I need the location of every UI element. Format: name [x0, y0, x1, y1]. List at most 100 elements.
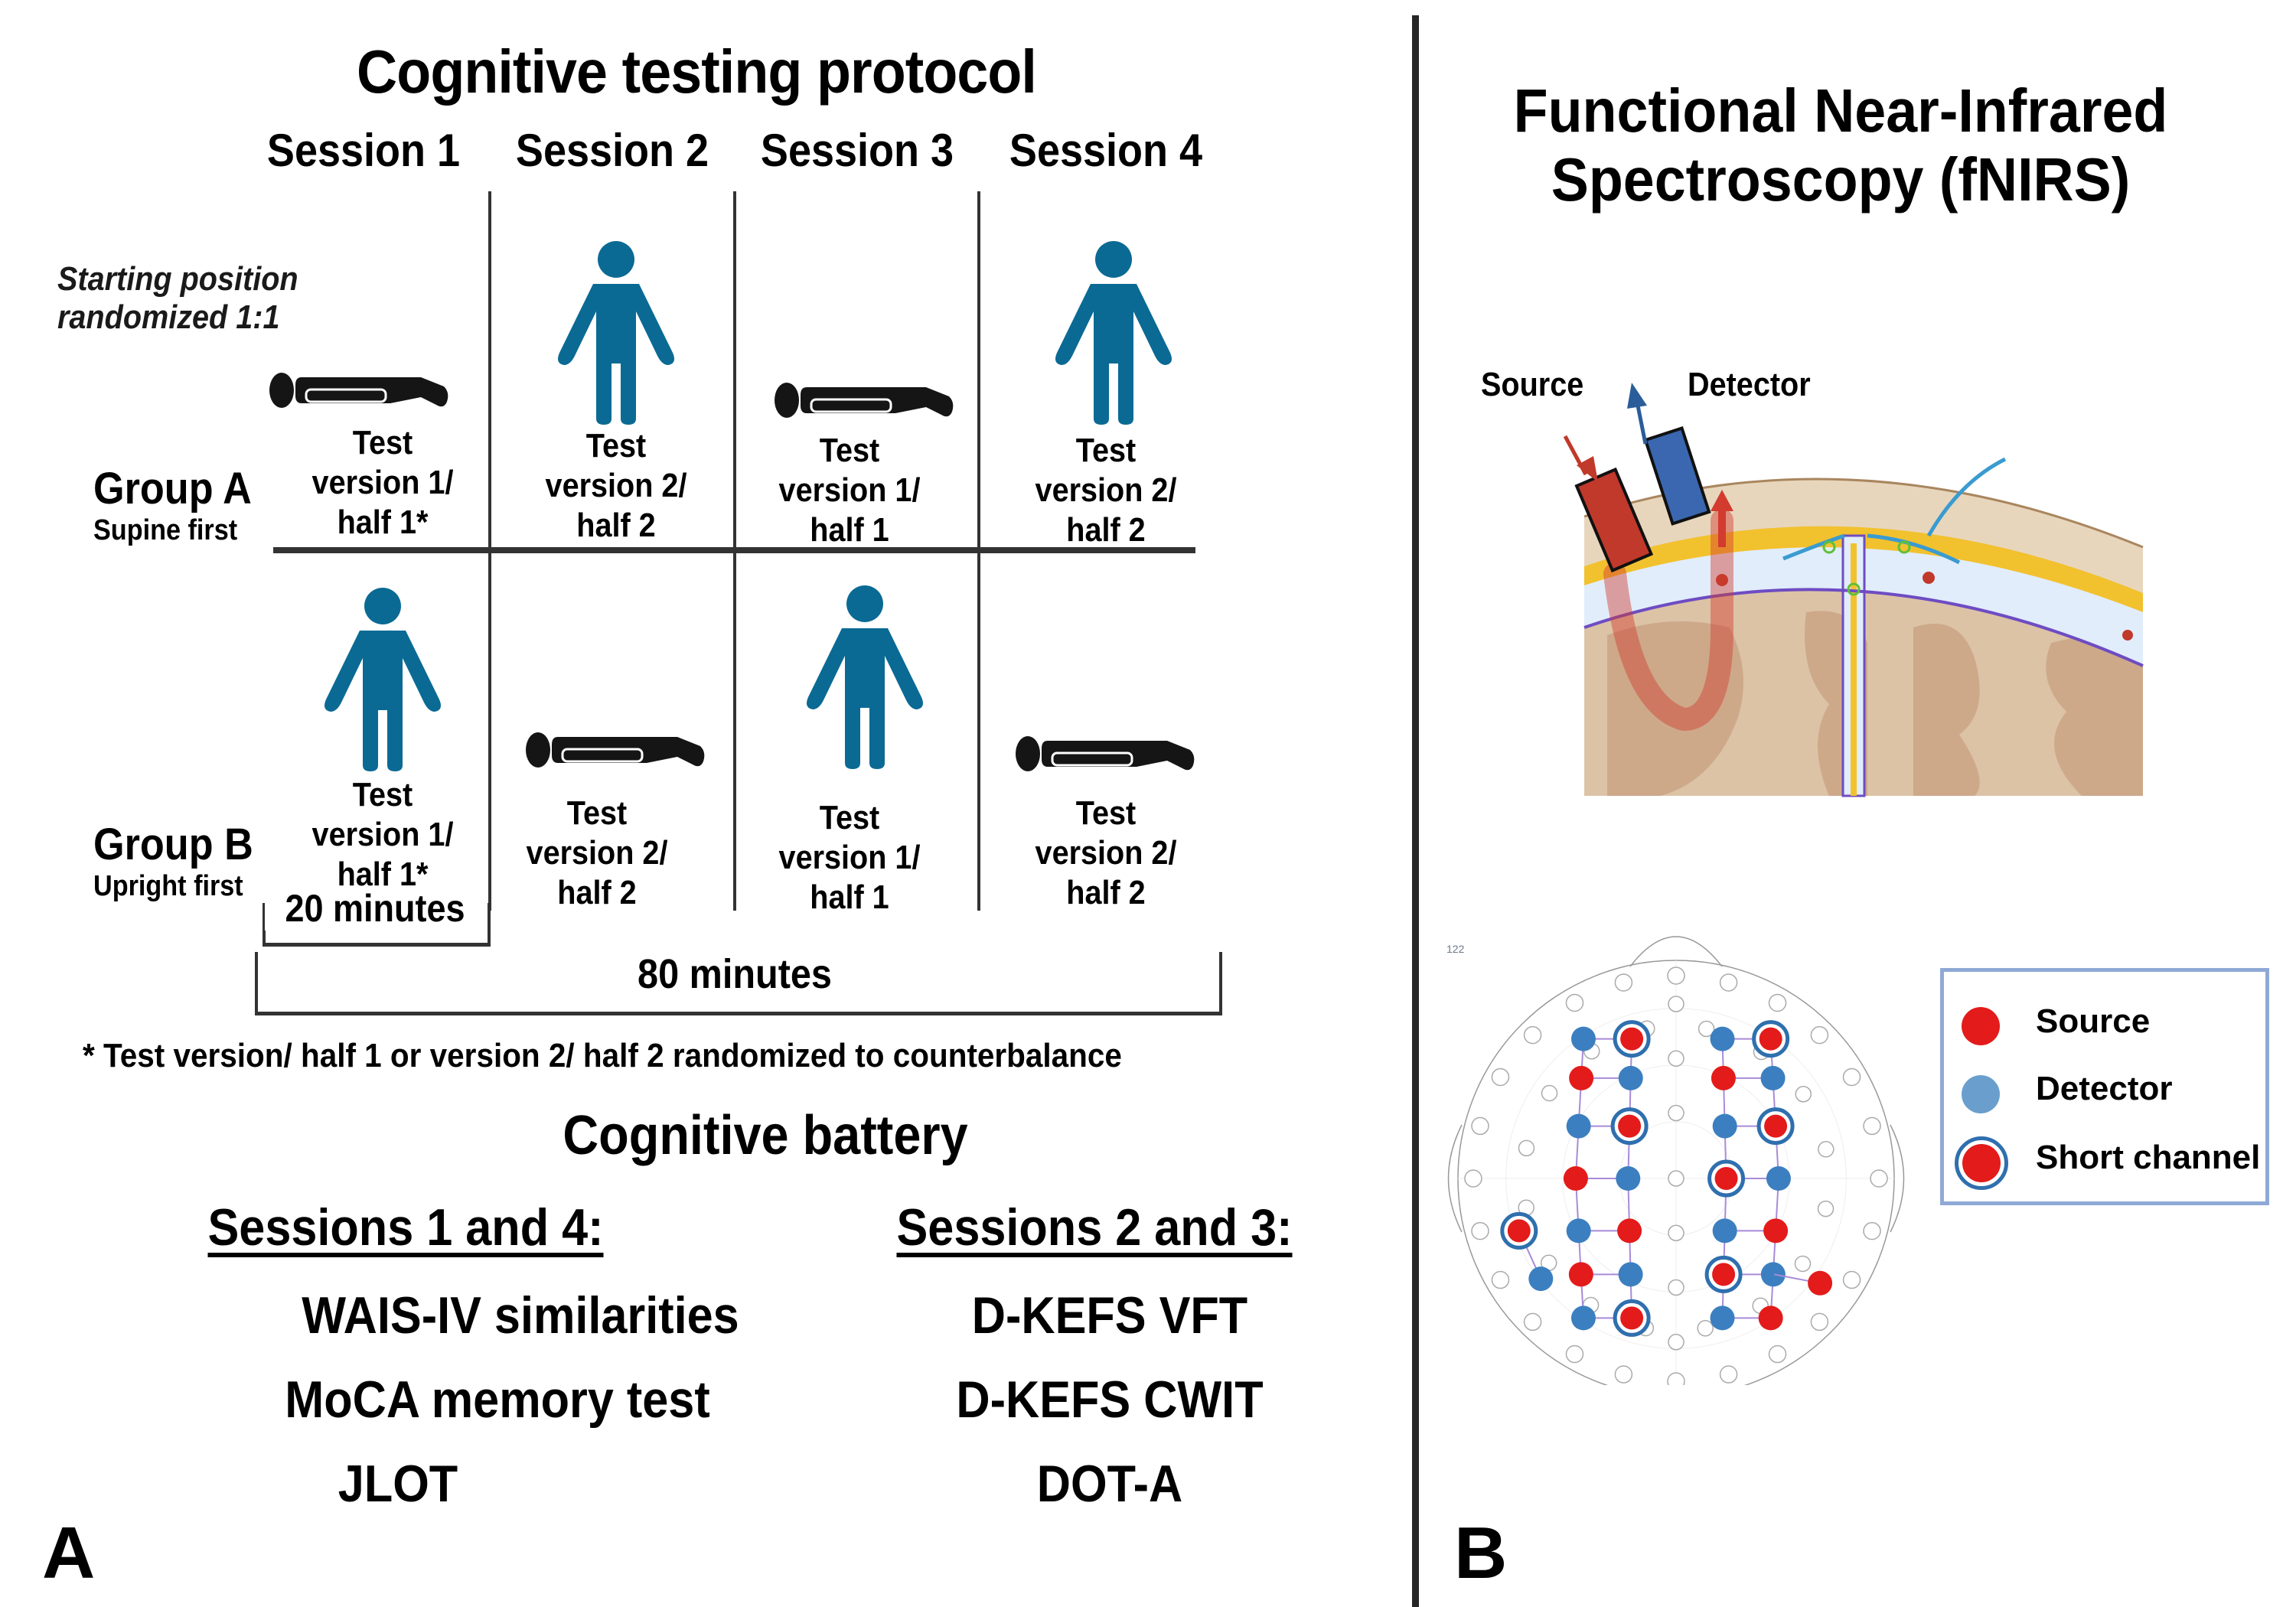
empty-electrode-position [1565, 993, 1584, 1012]
detector-optode [1710, 1026, 1735, 1051]
fnirs-title-line2: Spectroscopy (fNIRS) [1551, 145, 2131, 214]
empty-electrode-position [1668, 1334, 1684, 1351]
empty-electrode-position [1471, 1116, 1489, 1136]
cell-line: version 2/ [1035, 834, 1177, 872]
empty-electrode-position [1795, 1086, 1812, 1103]
cell-line: Test [1075, 432, 1137, 469]
detector-optode [1570, 1305, 1596, 1331]
fnirs-title: Functional Near-Infrared Spectroscopy (f… [1485, 77, 2196, 214]
cell-line: Test [819, 432, 880, 469]
short-channel-source-optode [1507, 1219, 1531, 1243]
session-header-2: Session 2 [515, 125, 709, 176]
empty-electrode-position [1471, 1221, 1489, 1240]
upright-figure-icon [321, 588, 444, 771]
short-channel-source-optode [1620, 1027, 1644, 1051]
group-b-session-4-cell: Test version 2/ half 2 [1013, 794, 1199, 913]
source-optode [1568, 1262, 1593, 1287]
source-legend-dot-icon [1962, 1007, 2000, 1045]
randomization-note: Starting position randomized 1:1 [57, 260, 298, 337]
cell-line: Test [819, 799, 880, 836]
cell-line: Test [585, 427, 647, 464]
session-header-4: Session 4 [1009, 125, 1203, 176]
detector-legend-dot-icon [1962, 1075, 2000, 1113]
counterbalance-footnote: * Test version/ half 1 or version 2/ hal… [83, 1037, 1122, 1074]
battery-col2-heading: Sessions 2 and 3: [896, 1198, 1293, 1257]
detector-optode [1766, 1166, 1791, 1191]
empty-electrode-position [1768, 993, 1787, 1012]
supine-figure-icon [1014, 735, 1198, 773]
legend-label-detector: Detector [2036, 1070, 2173, 1107]
empty-electrode-position [1491, 1270, 1510, 1289]
detector-optode [1710, 1305, 1735, 1331]
cell-line: Test [352, 776, 413, 813]
short-channel-source-optode [1620, 1306, 1644, 1330]
cell-line: version 2/ [545, 467, 687, 504]
empty-electrode-position [1565, 1345, 1584, 1364]
short-channel-source-optode [1759, 1027, 1782, 1051]
fnirs-montage-head-map [1447, 936, 1905, 1385]
randomization-note-line2: randomized 1:1 [57, 298, 280, 336]
empty-electrode-position [1810, 1312, 1829, 1332]
upright-figure-icon [1052, 241, 1175, 425]
upright-figure-icon [804, 585, 926, 769]
empty-electrode-position [1614, 1365, 1633, 1384]
session-duration-label: 20 minutes [265, 886, 485, 931]
empty-electrode-position [1697, 1320, 1714, 1337]
cell-line: Test [566, 794, 628, 832]
cell-line: half 1* [337, 504, 429, 541]
empty-electrode-position [1668, 996, 1684, 1012]
empty-electrode-position [1719, 1365, 1738, 1384]
cell-line: half 2 [557, 874, 637, 911]
detector-optode [1566, 1218, 1591, 1244]
group-b-session-2-cell: Test version 2/ half 2 [504, 794, 690, 913]
empty-electrode-position [1870, 1169, 1888, 1188]
group-a-session-3-cell: Test version 1/ half 1 [757, 431, 943, 550]
panel-b-label: B [1454, 1512, 1508, 1594]
group-a-session-2-cell: Test version 2/ half 2 [523, 426, 709, 546]
short-channel-source-optode [1618, 1114, 1642, 1138]
battery-title: Cognitive battery [563, 1105, 968, 1166]
battery-col1-heading: Sessions 1 and 4: [207, 1198, 604, 1257]
empty-electrode-position [1667, 1372, 1685, 1385]
group-b-label: Group B Upright first [93, 819, 271, 903]
panel-a-label: A [42, 1512, 96, 1594]
empty-electrode-position [1541, 1084, 1558, 1102]
empty-electrode-position [1768, 1345, 1787, 1364]
detector-optode [1570, 1026, 1596, 1051]
total-duration-label: 80 minutes [638, 951, 832, 997]
legend-label-short-channel: Short channel [2036, 1139, 2261, 1176]
source-optode [1711, 1065, 1736, 1090]
empty-electrode-position [1668, 1224, 1684, 1241]
protocol-title: Cognitive testing protocol [357, 37, 1037, 106]
detector-optode [1760, 1065, 1786, 1090]
detector-optode [1712, 1218, 1737, 1244]
group-b-name: Group B [93, 820, 253, 869]
short-channel-source-optode [1712, 1263, 1736, 1286]
supine-figure-icon [524, 731, 708, 769]
randomization-note-line1: Starting position [57, 260, 298, 298]
battery-col2-item: DOT-A [1036, 1455, 1183, 1513]
source-optode [1808, 1270, 1833, 1296]
empty-electrode-position [1863, 1221, 1881, 1240]
empty-electrode-position [1719, 973, 1738, 992]
cell-line: version 2/ [526, 834, 668, 872]
empty-electrode-position [1668, 1170, 1684, 1187]
session-header-3: Session 3 [760, 125, 954, 176]
empty-electrode-position [1464, 1169, 1482, 1188]
illustration-source-label: Source [1481, 366, 1584, 403]
group-a-label: Group A Supine first [93, 463, 269, 547]
empty-electrode-position [1794, 1255, 1812, 1273]
empty-electrode-position [1523, 1312, 1542, 1332]
empty-electrode-position [1817, 1200, 1835, 1217]
group-b-session-1-cell: Test version 1/ half 1* [293, 775, 472, 895]
empty-electrode-position [1842, 1068, 1861, 1087]
cell-line: version 1/ [778, 839, 921, 876]
short-channel-source-optode [1714, 1167, 1738, 1190]
battery-col1-item: MoCA memory test [285, 1371, 710, 1429]
group-a-subtitle: Supine first [93, 514, 238, 546]
total-duration-bracket [255, 952, 1222, 1015]
group-a-session-4-cell: Test version 2/ half 2 [1013, 431, 1199, 550]
montage-corner-label: 122 [1446, 943, 1465, 955]
cell-line: half 2 [576, 507, 656, 544]
cell-line: version 2/ [1035, 471, 1177, 509]
